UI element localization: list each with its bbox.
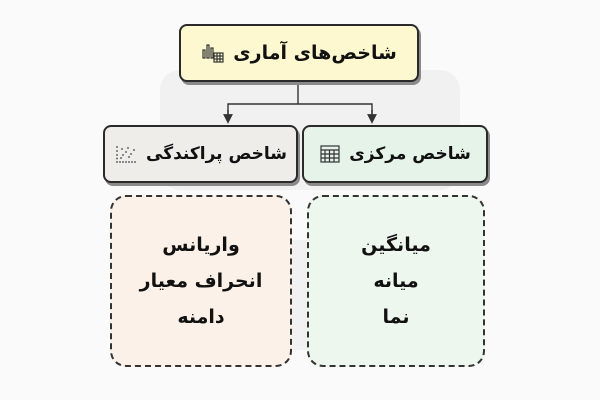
scatter-dots-icon bbox=[114, 143, 138, 165]
list-item: واریانس bbox=[162, 234, 240, 256]
list-item: انحراف معیار bbox=[139, 270, 263, 292]
central-measures-panel: میانگین میانه نما bbox=[307, 195, 485, 367]
root-node: شاخص‌های آماری bbox=[179, 24, 419, 82]
list-item: میانگین bbox=[361, 234, 431, 256]
dispersion-measures-panel: واریانس انحراف معیار دامنه bbox=[110, 195, 292, 367]
category-label: شاخص پراکندگی bbox=[146, 144, 287, 164]
root-label: شاخص‌های آماری bbox=[233, 42, 397, 64]
tree-connector bbox=[223, 84, 377, 124]
list-item: دامنه bbox=[177, 306, 225, 328]
list-item: نما bbox=[382, 306, 410, 328]
list-item: میانه bbox=[373, 270, 419, 292]
category-label: شاخص مرکزی bbox=[349, 144, 471, 164]
category-dispersion: شاخص پراکندگی bbox=[103, 125, 298, 183]
category-central: شاخص مرکزی bbox=[302, 125, 488, 183]
table-icon bbox=[319, 143, 341, 165]
bar-table-icon bbox=[201, 41, 225, 65]
